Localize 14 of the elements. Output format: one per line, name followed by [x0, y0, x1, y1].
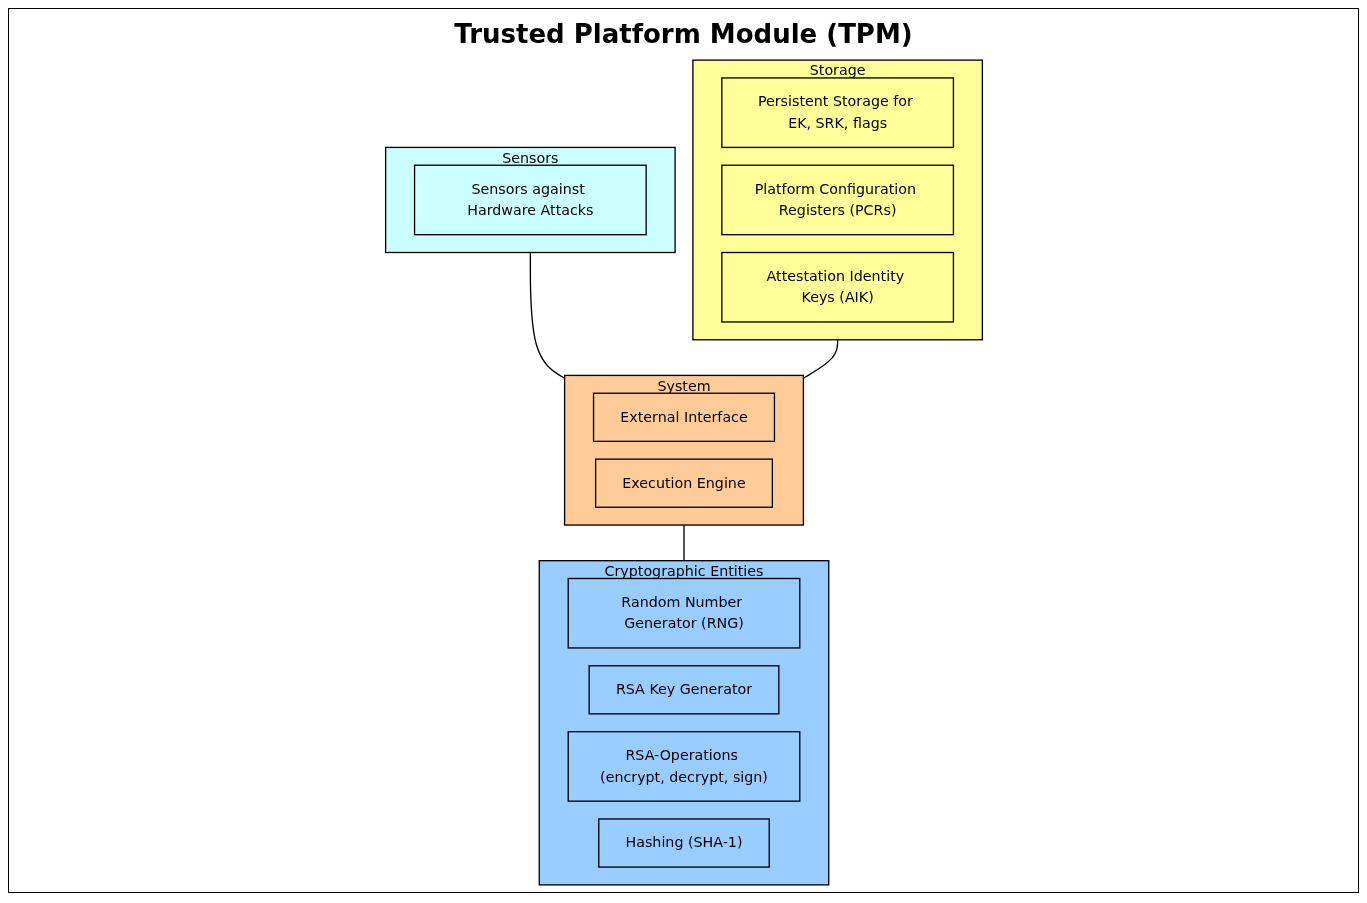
- connector: [682, 524, 685, 562]
- node-box: External Interface: [592, 392, 775, 442]
- node-box: Platform Configuration Registers (PCRs): [720, 164, 954, 236]
- diagram-title: Trusted Platform Module (TPM): [454, 19, 913, 49]
- node-box: Attestation Identity Keys (AIK): [720, 251, 954, 323]
- connector: [802, 339, 838, 379]
- node-box: Persistent Storage for EK, SRK, flags: [720, 77, 954, 149]
- node-box: Execution Engine: [594, 458, 773, 508]
- node-box: Random Number Generator (RNG): [567, 577, 800, 649]
- connector: [529, 251, 565, 379]
- node-box: Hashing (SHA-1): [597, 818, 770, 868]
- node-box: Sensors against Hardware Attacks: [413, 164, 647, 236]
- node-box: RSA Key Generator: [588, 665, 779, 715]
- node-box: RSA-Operations (encrypt, decrypt, sign): [567, 731, 800, 802]
